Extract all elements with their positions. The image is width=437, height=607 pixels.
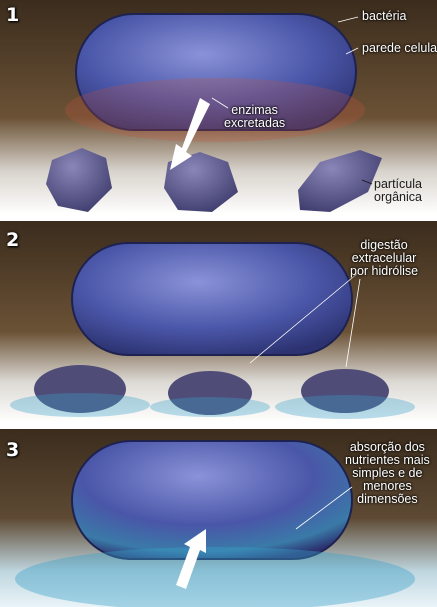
pointer-line [345,47,359,55]
nutrient-cloud [15,547,415,607]
label-absorption: absorção dos nutrientes mais simples e d… [345,440,430,506]
pointer-line [337,16,359,23]
panel-number: 1 [6,4,20,26]
panel-2: 2 digestão extracelular por hidrólise [0,221,437,422]
pointer-line [295,486,353,530]
fragment-cluster [168,371,252,415]
label-digestion: digestão extracelular por hidrólise [350,238,419,278]
organic-particle [46,148,112,212]
white-arrow [170,98,210,170]
panel-separator [0,214,437,221]
pointer-line [361,179,373,185]
pointer-line [249,272,359,364]
label-cell-wall: parede celular [362,41,437,55]
panel-3-illustration [0,429,437,607]
panel-separator [0,422,437,429]
organic-particle [298,150,382,212]
nutrient-haze [275,395,415,419]
panel-1: 1 bactéria parede celular enzimas excret… [0,0,437,214]
bacterium-cell [75,13,357,131]
pointer-line [345,278,361,368]
panel-1-illustration [0,0,437,214]
organic-particle [164,152,238,212]
pointer-line [211,97,229,109]
nutrient-haze [150,397,270,417]
fragment-cluster [301,369,389,413]
bacterium-cell [71,440,353,560]
label-bacteria: bactéria [362,9,407,23]
white-arrow [176,529,206,589]
panel-2-illustration [0,221,437,422]
panel-3: 3 absorção dos nutrientes mais simples e… [0,429,437,607]
nutrient-haze [10,393,150,417]
panel-number: 3 [6,439,20,461]
fragment-cluster [34,365,126,413]
label-enzymes: enzimas excretadas [224,103,286,130]
bacterium-cell [71,242,353,356]
enzyme-cloud [65,78,365,142]
panel-number: 2 [6,229,20,251]
label-particle: partícula orgânica [374,177,422,204]
